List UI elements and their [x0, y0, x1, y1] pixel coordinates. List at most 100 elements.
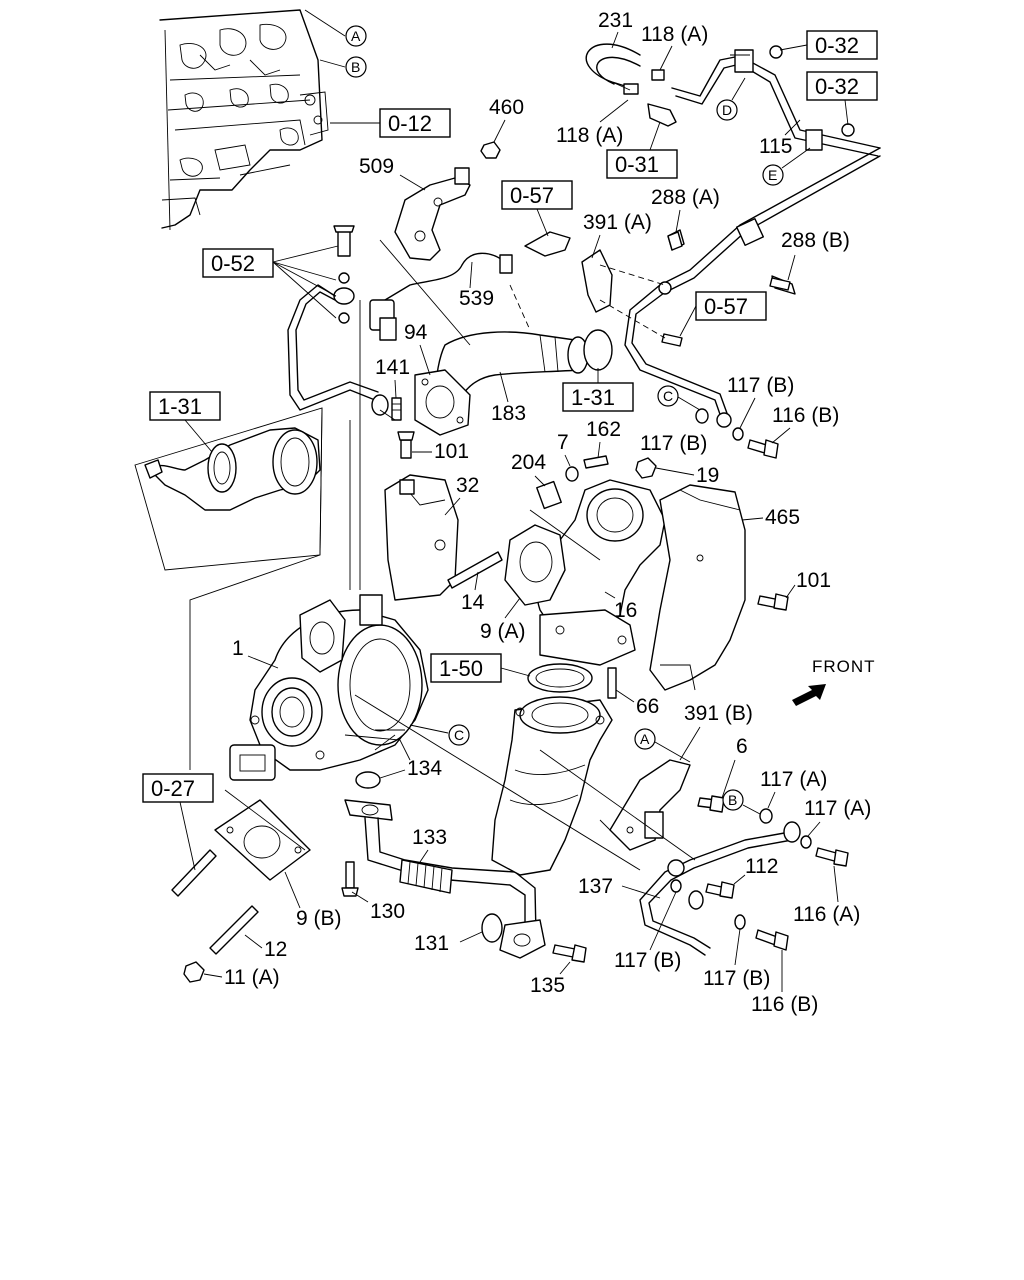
callout-509: 509	[359, 155, 426, 191]
bolt-135	[552, 944, 587, 963]
callout-66: 66	[615, 689, 659, 718]
bolt-6	[697, 795, 725, 813]
svg-text:117 (A): 117 (A)	[760, 768, 827, 791]
ref-box-1-31-mid: 1-31	[562, 368, 634, 412]
callout-391b: 391 (B)	[679, 702, 753, 761]
svg-text:0-12: 0-12	[388, 111, 432, 136]
callout-94: 94	[404, 321, 431, 376]
callout-6: 6	[721, 735, 748, 799]
svg-text:A: A	[351, 28, 361, 44]
inset-1-31	[134, 407, 323, 571]
callout-101-right: 101	[785, 569, 831, 599]
callout-231: 231	[598, 9, 633, 49]
bolt-116a	[815, 847, 849, 867]
callout-9a: 9 (A)	[480, 597, 526, 643]
callout-117b-mid: 117 (B)	[640, 432, 707, 455]
svg-text:0-57: 0-57	[510, 183, 554, 208]
ref-box-0-57-right: 0-57	[679, 291, 767, 337]
front-label: FRONT	[812, 657, 876, 676]
svg-text:101: 101	[434, 440, 469, 463]
svg-text:16: 16	[614, 599, 637, 622]
svg-text:118 (A): 118 (A)	[641, 23, 708, 46]
gasket-1-50	[527, 663, 593, 693]
svg-text:7: 7	[557, 431, 569, 454]
svg-text:391 (A): 391 (A)	[583, 211, 652, 234]
svg-text:288 (A): 288 (A)	[651, 186, 720, 209]
svg-text:94: 94	[404, 321, 428, 344]
stud-0-27	[171, 849, 217, 897]
svg-text:117 (B): 117 (B)	[703, 967, 770, 990]
bracket-0-57	[524, 231, 571, 257]
svg-text:115: 115	[759, 135, 792, 158]
bolt-288b	[769, 277, 791, 291]
callout-32: 32	[444, 474, 479, 516]
svg-text:66: 66	[636, 695, 659, 718]
marker-B-top: B	[319, 56, 367, 78]
svg-text:D: D	[722, 102, 732, 118]
callout-134: 134	[379, 757, 442, 780]
svg-text:539: 539	[459, 287, 494, 310]
callout-116b-lower: 116 (B)	[751, 950, 818, 1016]
callout-288a: 288 (A)	[651, 186, 720, 233]
ref-box-0-32-bot: 0-32	[806, 71, 878, 126]
stud-66	[607, 667, 617, 699]
svg-text:1: 1	[232, 637, 244, 660]
bracket-391b	[609, 759, 691, 851]
ref-box-1-31-left: 1-31	[149, 391, 221, 453]
washer-7	[565, 466, 579, 482]
o-ring-134	[355, 771, 381, 789]
callout-465: 465	[741, 506, 800, 529]
marker-D: D	[716, 77, 746, 121]
callout-118a-top: 118 (A)	[641, 23, 708, 71]
ref-box-0-32-top: 0-32	[779, 30, 878, 60]
svg-text:116 (B): 116 (B)	[772, 404, 839, 427]
callout-14: 14	[461, 571, 485, 614]
stud-12	[209, 905, 259, 955]
svg-text:E: E	[768, 167, 777, 183]
svg-text:0-32: 0-32	[815, 33, 859, 58]
callout-117a-2: 117 (A)	[804, 797, 871, 837]
svg-text:0-57: 0-57	[704, 294, 748, 319]
svg-text:204: 204	[511, 451, 546, 474]
bolt-0-57	[661, 333, 683, 347]
svg-text:C: C	[454, 727, 464, 743]
svg-text:162: 162	[586, 418, 621, 441]
turbocharger-1	[229, 594, 429, 781]
svg-text:391 (B): 391 (B)	[684, 702, 753, 725]
svg-text:134: 134	[407, 757, 442, 780]
svg-text:9 (B): 9 (B)	[296, 907, 342, 930]
svg-text:9 (A): 9 (A)	[480, 620, 526, 643]
marker-E: E	[762, 147, 811, 186]
ref-box-0-57-top: 0-57	[501, 180, 573, 237]
ref-box-0-52: 0-52	[202, 245, 339, 319]
callout-135: 135	[530, 961, 571, 997]
gasket-94	[414, 369, 471, 436]
svg-text:288 (B): 288 (B)	[781, 229, 850, 252]
gasket-9b	[214, 799, 311, 881]
callout-116a: 116 (A)	[793, 865, 860, 926]
svg-text:1-50: 1-50	[439, 656, 483, 681]
callout-16: 16	[604, 591, 637, 622]
catalytic-converter	[491, 696, 613, 876]
stud-141	[391, 397, 402, 421]
svg-text:116 (B): 116 (B)	[751, 993, 818, 1016]
gasket-9a	[504, 524, 566, 606]
vacuum-hose-231	[585, 43, 665, 95]
svg-text:131: 131	[414, 932, 449, 955]
o-ring-131	[481, 913, 503, 943]
svg-text:117 (B): 117 (B)	[614, 949, 681, 972]
svg-text:A: A	[640, 731, 650, 747]
svg-text:135: 135	[530, 974, 565, 997]
callout-117b-lower-right: 117 (B)	[703, 928, 770, 990]
svg-text:183: 183	[491, 402, 526, 425]
callout-133: 133	[412, 826, 447, 863]
callout-288b: 288 (B)	[781, 229, 850, 281]
svg-text:465: 465	[765, 506, 800, 529]
svg-text:12: 12	[264, 938, 287, 961]
nut-19	[635, 457, 657, 479]
callout-117a-1: 117 (A)	[760, 768, 827, 809]
callout-137: 137	[578, 875, 661, 899]
svg-text:130: 130	[370, 900, 405, 923]
washer-117b-lower	[734, 914, 746, 930]
